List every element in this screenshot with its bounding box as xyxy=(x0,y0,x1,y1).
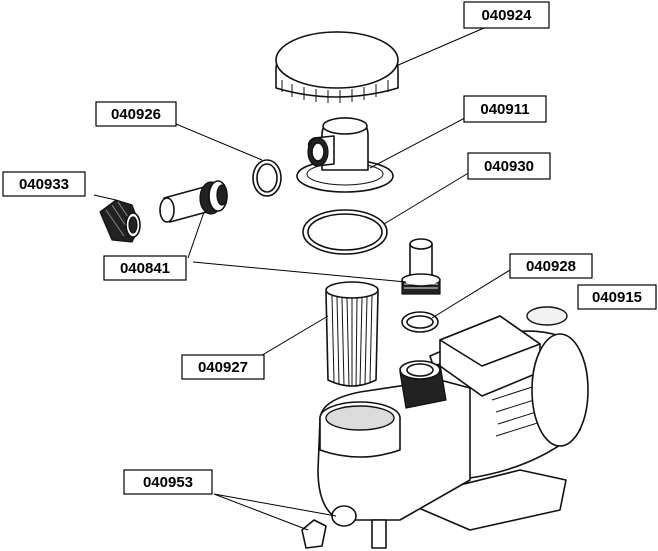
pump-lid xyxy=(275,31,399,103)
part-label-040953: 040953 xyxy=(123,469,213,495)
leader-lines xyxy=(93,27,511,531)
part-number: 040924 xyxy=(481,7,532,24)
leader-040841-right xyxy=(192,261,407,283)
leader-040924 xyxy=(395,27,485,67)
part-label-040928: 040928 xyxy=(509,253,593,279)
leader-040927 xyxy=(253,315,329,361)
part-label-040926: 040926 xyxy=(95,101,177,127)
o-ring-small xyxy=(252,159,282,197)
leader-040926 xyxy=(175,123,263,161)
strainer-basket xyxy=(325,281,379,388)
leader-040953-a xyxy=(213,493,309,531)
leader-040930 xyxy=(383,165,481,225)
hose-adapter xyxy=(159,180,228,223)
part-label-040924: 040924 xyxy=(463,1,550,29)
leader-040911 xyxy=(369,109,481,169)
part-number: 040953 xyxy=(143,474,193,491)
part-number: 040926 xyxy=(111,106,161,123)
part-label-040915: 040915 xyxy=(577,284,657,310)
o-ring-adapter xyxy=(401,311,439,333)
union-nut xyxy=(99,199,141,243)
o-ring-large xyxy=(302,209,388,255)
leader-040933 xyxy=(93,194,117,201)
leader-040841-left xyxy=(187,211,205,259)
part-number: 040933 xyxy=(19,176,69,193)
part-number: 040911 xyxy=(480,101,529,118)
seal-disc xyxy=(526,306,568,326)
part-number: 040915 xyxy=(592,289,642,306)
leader-040953-b xyxy=(213,493,337,517)
part-label-040930: 040930 xyxy=(467,152,551,180)
part-label-040927: 040927 xyxy=(181,354,265,380)
hose-adapter-vertical xyxy=(401,238,441,295)
part-label-040841: 040841 xyxy=(103,255,187,281)
pump-body xyxy=(301,315,589,549)
leader-040928 xyxy=(431,269,511,319)
strainer-housing-elbow xyxy=(296,117,394,193)
part-number: 040841 xyxy=(120,260,170,277)
part-number: 040930 xyxy=(484,158,534,175)
part-label-040911: 040911 xyxy=(463,95,547,123)
part-label-040933: 040933 xyxy=(2,171,86,197)
part-number: 040927 xyxy=(198,359,248,376)
part-number: 040928 xyxy=(526,258,576,275)
